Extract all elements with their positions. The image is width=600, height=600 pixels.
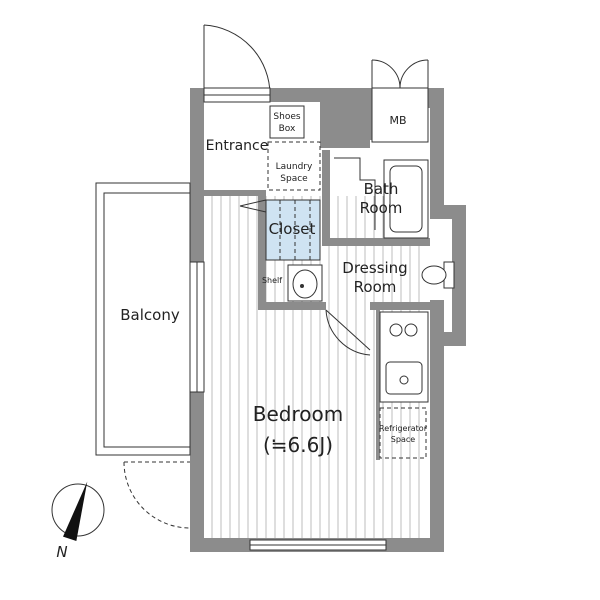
north-label: N (56, 543, 67, 561)
bottom-window (249, 539, 387, 551)
laundry-label-1: Laundry (276, 162, 313, 172)
dressing-door[interactable] (325, 309, 371, 356)
kitchen-counter (379, 311, 429, 403)
shelf-label: Shelf (262, 276, 282, 285)
balcony-door[interactable] (123, 461, 191, 529)
bath-label-1: Bath (364, 180, 399, 198)
dressing-label-1: Dressing (342, 259, 407, 277)
shoes-box (269, 105, 305, 139)
bath-label-2: Room (360, 199, 403, 217)
laundry-label-2: Space (280, 174, 308, 184)
toilet (421, 261, 455, 289)
dressing-label-2: Room (354, 278, 397, 296)
refrigerator-label-1: Refrigerator (379, 424, 428, 433)
laundry-space (267, 141, 321, 191)
mb-label: MB (389, 114, 406, 127)
entrance-door[interactable] (203, 24, 271, 103)
balcony-area (95, 182, 205, 456)
mb-door[interactable] (371, 59, 429, 143)
bedroom-size-label: (≒6.6J) (263, 433, 333, 457)
balcony-label: Balcony (120, 306, 180, 324)
refrigerator-space (379, 407, 427, 459)
bathtub (334, 157, 429, 239)
shoes-box-label-1: Shoes (273, 112, 300, 122)
washbasin (287, 264, 323, 302)
bedroom-label: Bedroom (253, 402, 343, 426)
entrance-label: Entrance (206, 138, 269, 154)
shoes-box-label-2: Box (279, 124, 296, 134)
compass (51, 481, 105, 542)
closet (239, 199, 321, 261)
closet-label: Closet (269, 220, 316, 238)
refrigerator-label-2: Space (391, 435, 415, 444)
